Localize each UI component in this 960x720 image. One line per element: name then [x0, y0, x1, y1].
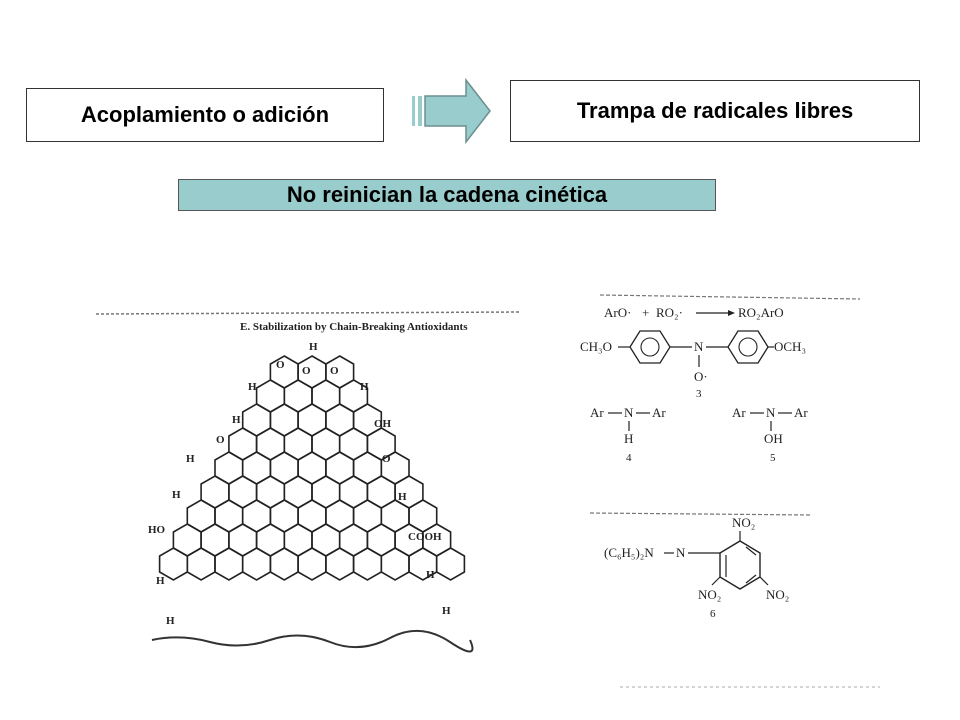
oh-label: OH: [374, 418, 392, 430]
nitrogen-atom: N: [766, 405, 776, 420]
oxyl-radical: O·: [694, 369, 708, 384]
h-label: H: [172, 489, 181, 501]
o-label: O: [216, 434, 225, 446]
nitrogen-atom: N: [624, 405, 634, 420]
hexagon-ring: [297, 547, 327, 581]
nitro-top: NO₂: [732, 515, 755, 530]
peroxy-radical: RO₂·: [656, 305, 683, 320]
compound-number: 3: [696, 388, 702, 400]
hexagon-ring: [214, 547, 244, 581]
arrow-stripe: [418, 96, 422, 126]
hexagon-ring: [269, 547, 299, 581]
aryl-right: Ar: [652, 405, 666, 420]
o-label: O: [276, 359, 285, 371]
aromatic-circle: [738, 337, 758, 357]
nitrogen-radical: N: [676, 545, 686, 560]
h-label: H: [360, 381, 369, 393]
benzene-ring: [727, 330, 769, 364]
h-label: H: [398, 491, 407, 503]
scan-rule-line: [589, 512, 811, 516]
benzene-ring: [629, 330, 671, 364]
o-label: O: [302, 365, 311, 377]
hexagon-ring: [435, 547, 466, 581]
hexagon-lattice: [158, 355, 466, 581]
h-label: H: [442, 605, 451, 617]
hydrogen-atom: H: [624, 431, 633, 446]
h-label: H: [156, 575, 165, 587]
double-bond: [745, 546, 757, 556]
ho-label: HO: [148, 524, 166, 536]
aryl-right: Ar: [794, 405, 808, 420]
stabilization-structure-figure: E. Stabilization by Chain-Breaking Antio…: [95, 311, 521, 653]
hexagon-ring: [352, 547, 383, 581]
reaction-arrowhead: [728, 310, 735, 316]
h-bridge-label: H: [309, 341, 318, 353]
scan-rule-line: [599, 294, 861, 300]
nitrogen-atom: N: [694, 339, 704, 354]
scan-rule-line: [95, 311, 521, 315]
aryl-left: Ar: [590, 405, 604, 420]
figure-caption: E. Stabilization by Chain-Breaking Antio…: [240, 321, 468, 333]
radical-trap-label: Trampa de radicales libres: [576, 98, 854, 123]
aryloxy-radical: ArO·: [604, 305, 631, 320]
kinetic-chain-banner: No reinician la cadena cinética: [178, 179, 716, 211]
kinetic-chain-label: No reinician la cadena cinética: [286, 182, 608, 207]
h-label: H: [232, 414, 241, 426]
bond: [759, 576, 769, 586]
arrow-body: [424, 78, 491, 144]
methoxy-right: OCH₃: [774, 339, 806, 354]
reaction-product: RO₂ArO: [738, 305, 784, 320]
cooh-label: COOH: [408, 531, 442, 543]
nitro-bottom-right: NO₂: [766, 587, 789, 602]
methoxy-left: CH₃O: [580, 339, 612, 354]
nitroxide-structure: CH₃O N OCH₃ O· 3: [580, 330, 806, 400]
nitro-bottom-left: NO₂: [698, 587, 721, 602]
lattice-labels: H O O O H H H OH O H O H H HO COOH H H H…: [148, 341, 451, 627]
compound-number: 4: [626, 452, 632, 464]
h-label: H: [248, 381, 257, 393]
coupling-addition-box: Acoplamiento o adición: [26, 88, 384, 142]
hexagon-ring: [380, 547, 410, 581]
h-label: H: [166, 615, 175, 627]
reaction-equation: ArO· + RO₂· RO₂ArO: [604, 305, 784, 320]
compound-number: 5: [770, 452, 776, 464]
arrow-stripe: [412, 96, 415, 126]
radical-trap-box: Trampa de radicales libres: [510, 80, 920, 142]
double-bond: [745, 574, 757, 584]
h-label: H: [186, 453, 195, 465]
coupling-addition-label: Acoplamiento o adición: [80, 102, 330, 127]
compound-number: 6: [710, 608, 716, 620]
hexagon-ring: [241, 547, 272, 581]
plus-sign: +: [642, 305, 649, 320]
diphenylamino-group: (C₆H₅)₂N: [604, 545, 654, 560]
o-label: O: [330, 365, 339, 377]
aromatic-circle: [640, 337, 660, 357]
amine-structures: Ar N Ar H 4 Ar N Ar OH 5: [590, 405, 808, 464]
bond: [711, 576, 721, 586]
hexagon-ring: [186, 547, 216, 581]
h-label: H: [426, 569, 435, 581]
radical-trap-structures-figure: ArO· + RO₂· RO₂ArO CH₃O N OCH₃ O· 3 Ar N…: [580, 294, 880, 688]
surface-line: [151, 629, 474, 653]
dpph-structure: NO₂ (C₆H₅)₂N N NO₂ NO₂ 6: [604, 515, 789, 620]
hexagon-ring: [325, 547, 355, 581]
right-arrow-icon: [412, 78, 491, 144]
hydroxyl-group: OH: [764, 431, 783, 446]
o-label: O: [382, 453, 391, 465]
aryl-left: Ar: [732, 405, 746, 420]
